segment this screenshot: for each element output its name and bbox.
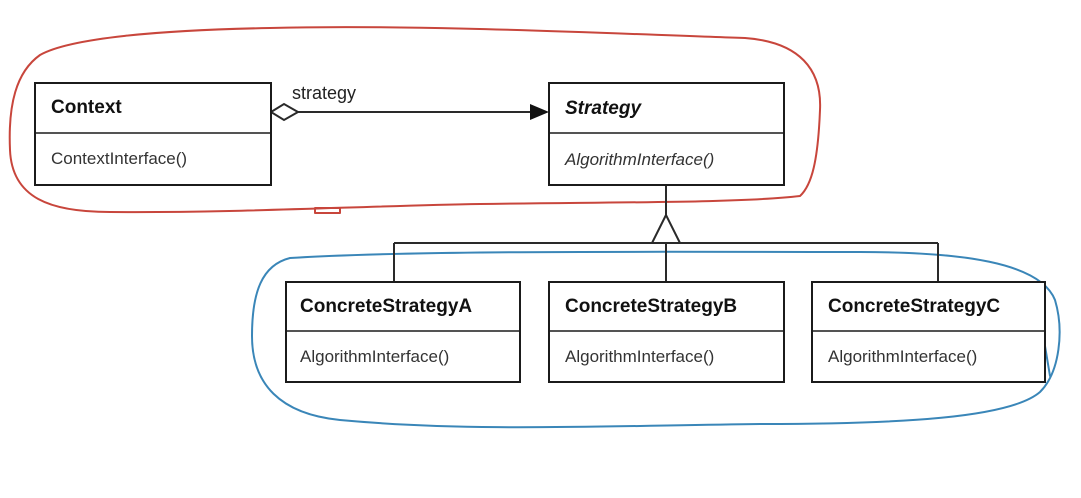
class-context-operation: ContextInterface() [51,149,187,168]
class-concrete-strategy-a-name: ConcreteStrategyA [300,296,472,317]
class-context-name: Context [51,97,122,118]
association-label: strategy [292,83,356,103]
blue-annotation-outline [251,250,1061,429]
class-context-box [34,82,272,186]
inheritance-triangle [650,212,682,244]
class-strategy-box [548,82,785,186]
class-concrete-strategy-c-name: ConcreteStrategyC [828,296,1000,317]
class-context: Context ContextInterface() [34,82,272,186]
class-concrete-strategy-a-box [285,281,521,383]
aggregation-diamond [269,102,301,122]
association-arrowhead [530,104,549,120]
class-concrete-strategy-a-operation: AlgorithmInterface() [300,347,449,366]
class-strategy-operation: AlgorithmInterface() [564,150,714,169]
class-concrete-strategy-c-operation: AlgorithmInterface() [828,347,977,366]
class-concrete-strategy-c-box [811,281,1046,383]
class-strategy-name: Strategy [565,98,642,119]
class-concrete-strategy-b-operation: AlgorithmInterface() [565,347,714,366]
class-concrete-strategy-a: ConcreteStrategyA AlgorithmInterface() [285,281,521,383]
class-concrete-strategy-c: ConcreteStrategyC AlgorithmInterface() [811,281,1046,383]
red-annotation-mark [314,207,341,214]
red-annotation-outline [8,26,822,214]
class-concrete-strategy-b: ConcreteStrategyB AlgorithmInterface() [548,281,785,383]
class-concrete-strategy-b-name: ConcreteStrategyB [565,296,737,317]
class-strategy: Strategy AlgorithmInterface() [548,82,785,186]
class-concrete-strategy-b-box [548,281,785,383]
